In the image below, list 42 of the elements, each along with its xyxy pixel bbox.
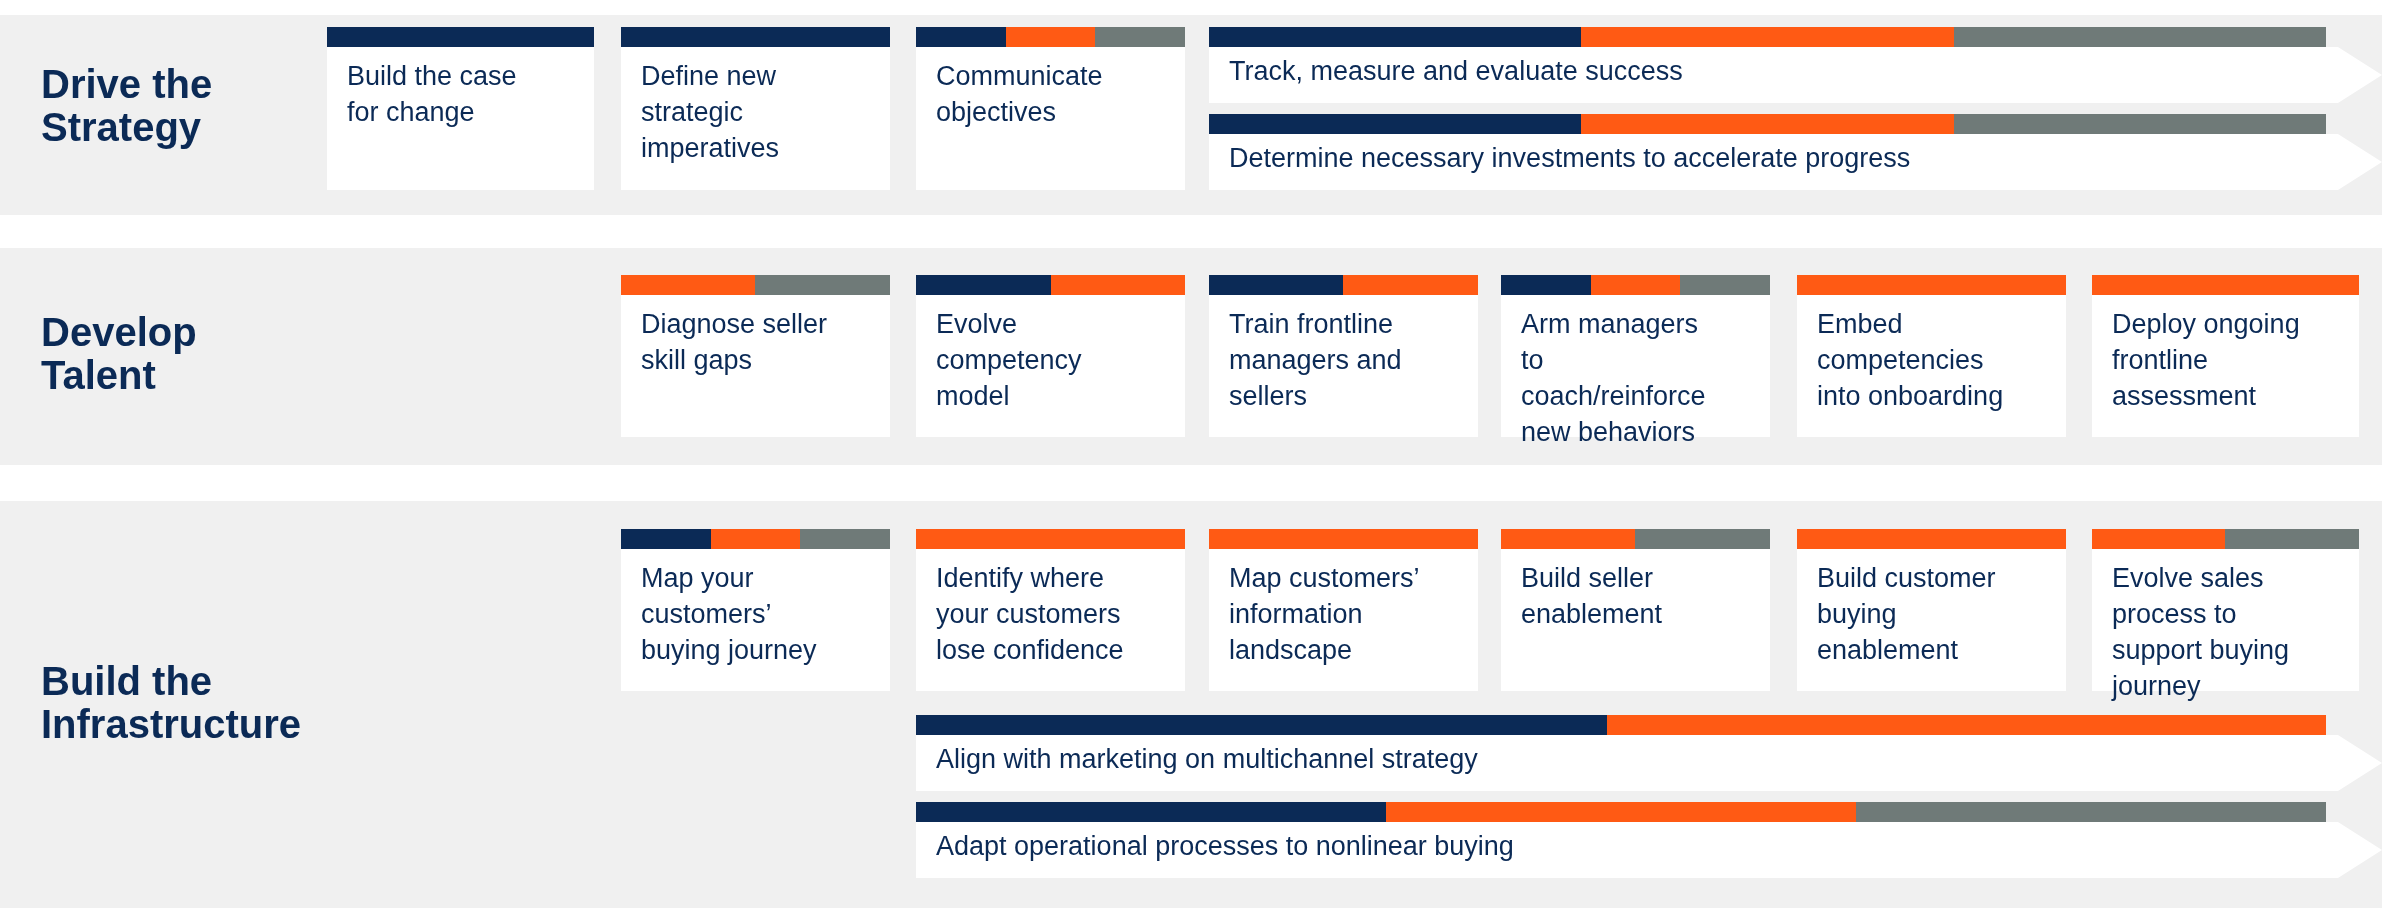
- card-text: Evolve competency model: [936, 308, 1083, 413]
- band-panel: [0, 248, 2382, 465]
- process-card: [2092, 275, 2359, 437]
- card-text: Communicate objectives: [936, 60, 1104, 129]
- process-card: [621, 275, 890, 437]
- card-text: Map customers’ information landscape: [1229, 562, 1420, 667]
- card-text: Train frontline managers and sellers: [1229, 308, 1403, 413]
- process-card: [1501, 529, 1770, 691]
- process-card: [916, 27, 1185, 190]
- card-text: Build the case for change: [347, 60, 518, 129]
- card-text: Identify where your customers lose confidence: [936, 562, 1125, 667]
- band-panel: [0, 15, 2382, 215]
- process-card: [916, 275, 1185, 437]
- process-card: [1797, 529, 2066, 691]
- chevron-banner: [1209, 114, 2382, 190]
- process-card: [621, 529, 890, 691]
- card-text: Track, measure and evaluate success: [1229, 55, 1684, 88]
- card-text: Determine necessary investments to accelerate progress: [1229, 142, 1912, 175]
- card-text: Build seller enablement: [1521, 562, 1664, 631]
- card-text: Align with marketing on multichannel strategy: [936, 743, 1479, 776]
- chevron-banner: [1209, 27, 2382, 103]
- process-card: [1797, 275, 2066, 437]
- band-title: Build the Infrastructure: [41, 660, 303, 746]
- process-card: [621, 27, 890, 190]
- process-card: [1209, 529, 1478, 691]
- card-text: Build customer buying enablement: [1817, 562, 1997, 667]
- card-text: Evolve sales process to support buying journey: [2112, 562, 2291, 703]
- card-text: Arm managers to coach/reinforce new behaviors: [1521, 308, 1707, 449]
- card-text: Deploy ongoing frontline assessment: [2112, 308, 2301, 413]
- process-card: [327, 27, 594, 190]
- card-text: Diagnose seller skill gaps: [641, 308, 829, 377]
- card-text: Map your customers’ buying journey: [641, 562, 818, 667]
- card-text: Embed competencies into onboarding: [1817, 308, 2005, 413]
- chevron-banner: [916, 802, 2382, 878]
- card-text: Define new strategic imperatives: [641, 60, 781, 165]
- band-title: Develop Talent: [41, 311, 198, 397]
- chevron-banner: [916, 715, 2382, 791]
- band-panel: [0, 501, 2382, 908]
- process-card: [1209, 275, 1478, 437]
- process-card: [916, 529, 1185, 691]
- card-text: Adapt operational processes to nonlinear buying: [936, 830, 1515, 863]
- band-title: Drive the Strategy: [41, 63, 214, 149]
